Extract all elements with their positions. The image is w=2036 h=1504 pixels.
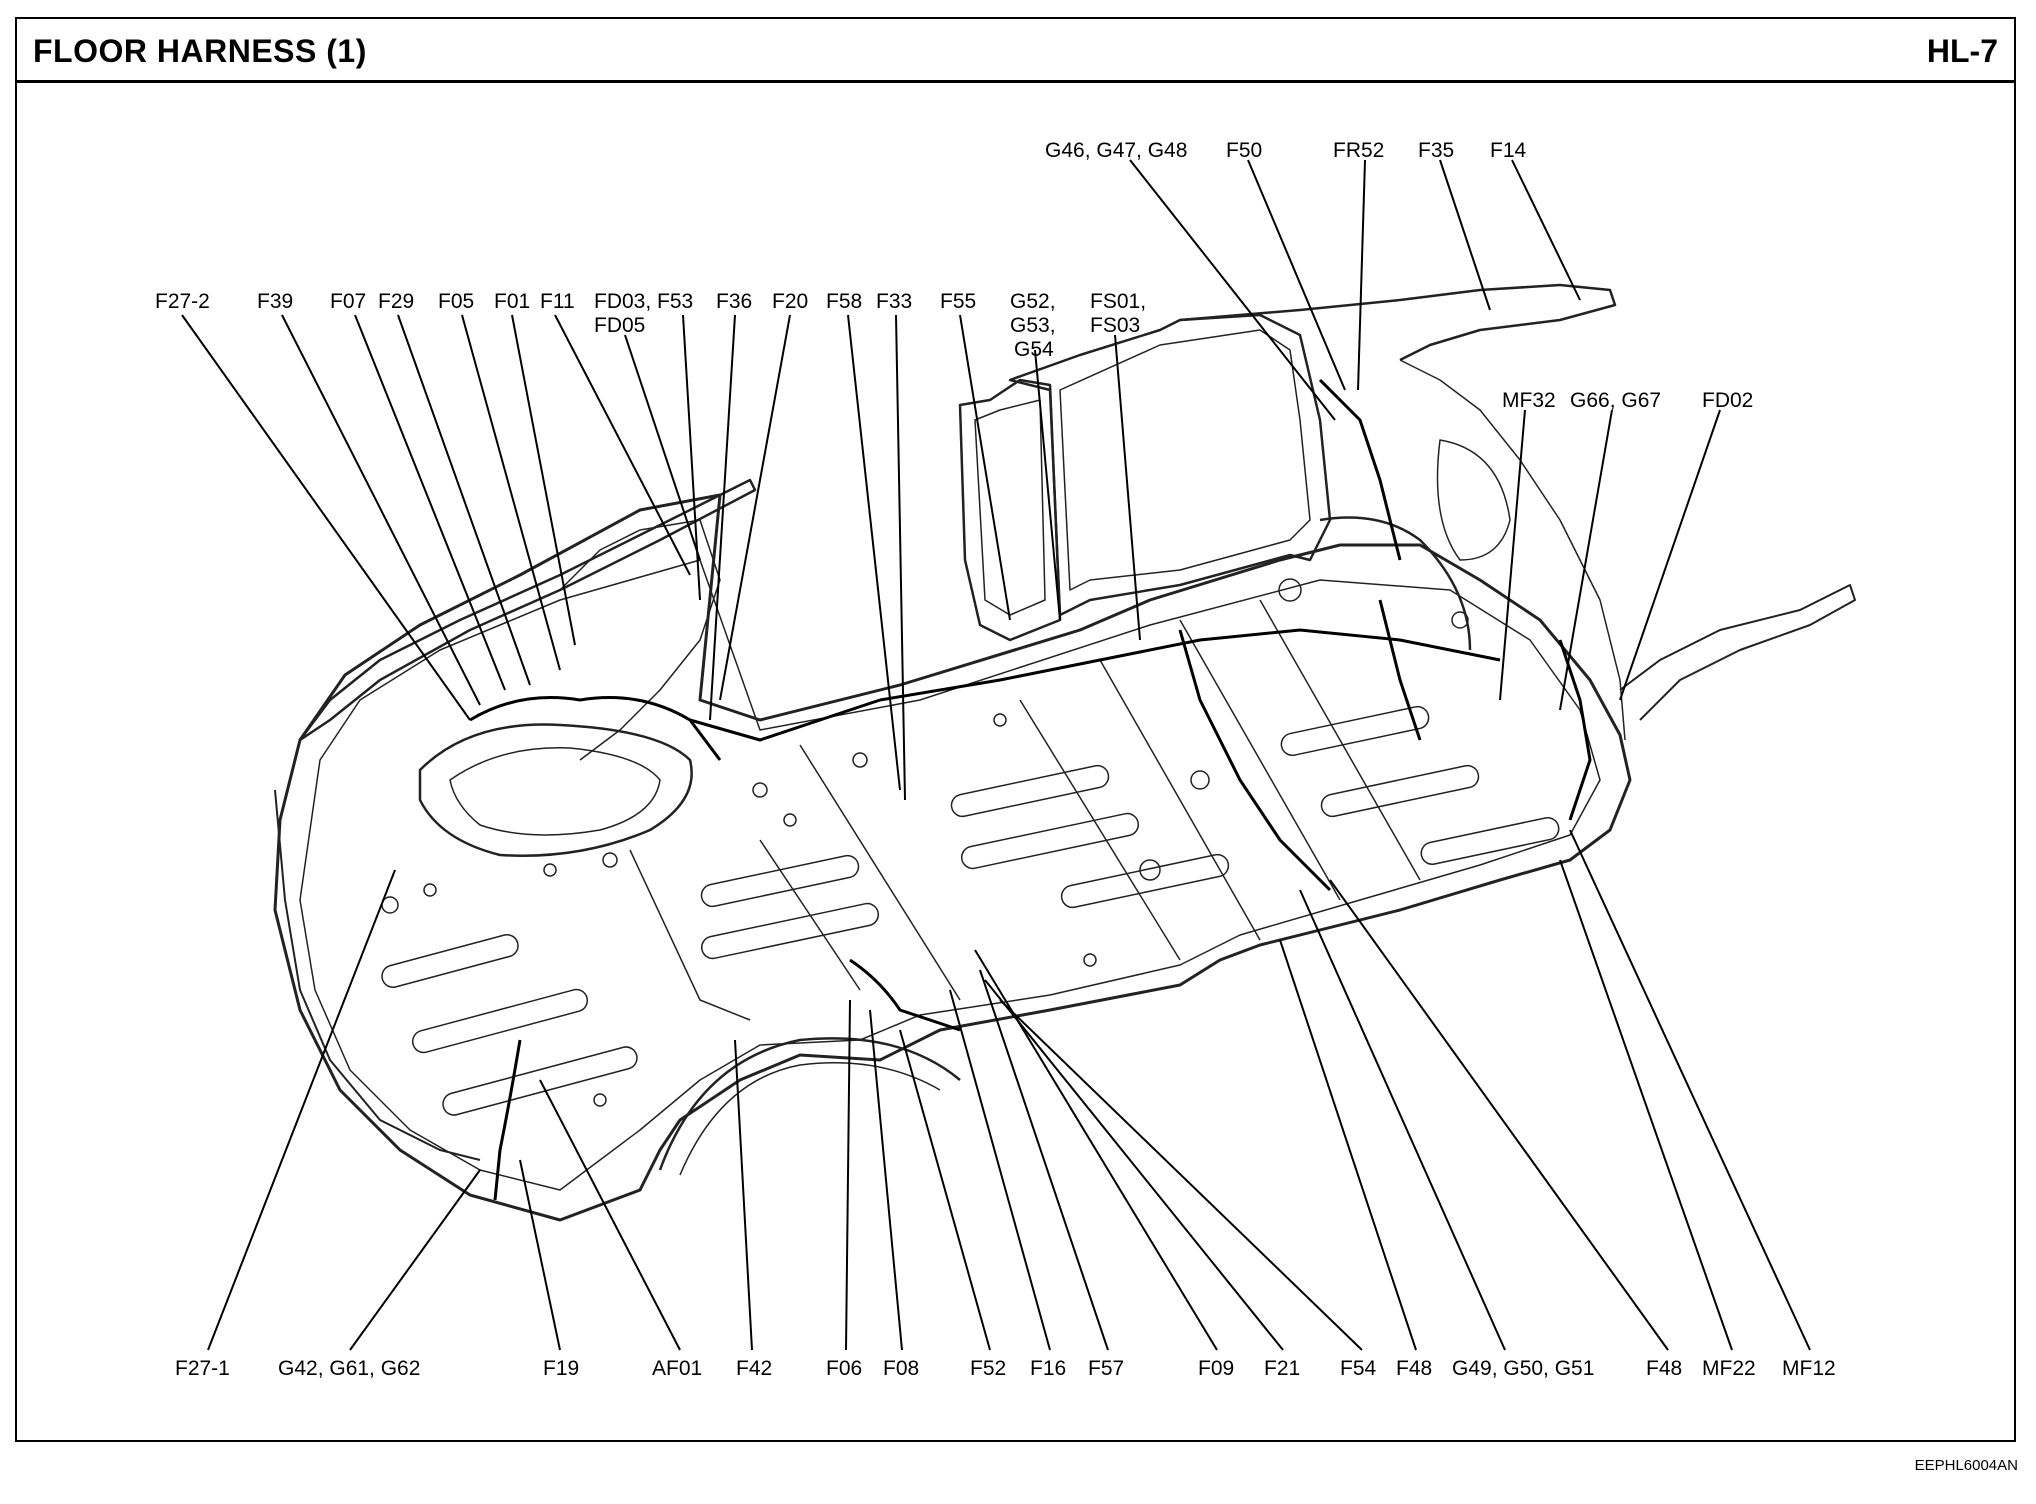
label-f27-2: F27-2 (155, 290, 210, 313)
label-g53: G53, (1010, 314, 1056, 337)
label-f50: F50 (1226, 139, 1262, 162)
label-g54: G54 (1014, 338, 1054, 361)
leader-mf32 (1499, 409, 1526, 701)
label-f21: F21 (1264, 1357, 1300, 1380)
leader-f58 (847, 314, 901, 791)
label-f52: F52 (970, 1357, 1006, 1380)
leader-fr52 (1357, 159, 1366, 391)
label-f35: F35 (1418, 139, 1454, 162)
label-f36: F36 (716, 290, 752, 313)
leader-f33 (895, 314, 906, 801)
leader-af01 (539, 1079, 681, 1351)
label-f33: F33 (876, 290, 912, 313)
leader-f01 (511, 314, 576, 646)
leader-fd05 (624, 334, 701, 561)
leader-f35 (1439, 159, 1491, 311)
leader-f52 (899, 1029, 991, 1351)
leader-f55 (959, 314, 1011, 621)
leader-mf12 (1569, 829, 1811, 1351)
label-f48-a: F48 (1396, 1357, 1432, 1380)
figure-code: EEPHL6004AN (1914, 1457, 2018, 1474)
leader-g49 (1299, 889, 1506, 1351)
label-f07: F07 (330, 290, 366, 313)
vehicle-floor-illustration (273, 283, 1856, 1222)
label-mf12: MF12 (1782, 1357, 1836, 1380)
label-fd02: FD02 (1702, 389, 1753, 412)
label-fs01: FS01, (1090, 290, 1146, 313)
leader-f29 (397, 314, 531, 686)
leader-fs01 (1114, 334, 1141, 641)
page-frame: FLOOR HARNESS (1) HL-7 (15, 17, 2016, 1442)
page-header: FLOOR HARNESS (1) HL-7 (17, 19, 2014, 83)
label-f09: F09 (1198, 1357, 1234, 1380)
label-fs03: FS03 (1090, 314, 1140, 337)
leader-f11 (554, 314, 691, 576)
label-g52: G52, (1010, 290, 1056, 313)
leader-f21 (984, 979, 1284, 1351)
leader-f20 (719, 314, 791, 701)
leader-fd02 (1619, 409, 1721, 701)
leader-f05 (461, 314, 561, 671)
label-fd03-f53: FD03, F53 (594, 290, 693, 313)
leader-f16 (949, 989, 1051, 1351)
label-fr52: FR52 (1333, 139, 1384, 162)
leader-f36 (709, 314, 736, 721)
labels-bottom: F27-1 G42, G61, G62 F19 AF01 F42 F06 F08… (175, 1357, 1836, 1380)
label-f19: F19 (543, 1357, 579, 1380)
label-fd05: FD05 (594, 314, 645, 337)
label-mf22: MF22 (1702, 1357, 1756, 1380)
label-g42-g61-g62: G42, G61, G62 (278, 1357, 420, 1380)
label-g46-g47-g48: G46, G47, G48 (1045, 139, 1187, 162)
label-f27-1: F27-1 (175, 1357, 230, 1380)
leader-lines (181, 159, 1811, 1351)
leader-f42 (734, 1039, 753, 1351)
leader-f06 (845, 999, 851, 1351)
label-f55: F55 (940, 290, 976, 313)
label-f42: F42 (736, 1357, 772, 1380)
leader-mf22 (1559, 859, 1733, 1351)
leader-g42 (349, 1169, 481, 1351)
labels-right: MF32 G66, G67 FD02 (1502, 389, 1753, 412)
leader-g66 (1559, 409, 1613, 711)
leader-f07 (354, 314, 506, 691)
label-f01: F01 (494, 290, 530, 313)
label-f11: F11 (540, 290, 575, 313)
label-f06: F06 (826, 1357, 862, 1380)
label-g66-g67: G66, G67 (1570, 389, 1661, 412)
leader-f27-1 (207, 869, 396, 1351)
label-f16: F16 (1030, 1357, 1066, 1380)
label-f57: F57 (1088, 1357, 1124, 1380)
leader-f14 (1511, 159, 1581, 301)
label-f58: F58 (826, 290, 862, 313)
label-mf32: MF32 (1502, 389, 1556, 412)
page-code: HL-7 (1926, 33, 1998, 69)
label-g49-g50-g51: G49, G50, G51 (1452, 1357, 1594, 1380)
labels-top-right: G46, G47, G48 F50 FR52 F35 F14 (1045, 139, 1527, 162)
label-f39: F39 (257, 290, 293, 313)
leader-f57 (979, 969, 1109, 1351)
page-title: FLOOR HARNESS (1) (33, 33, 367, 69)
label-f54: F54 (1340, 1357, 1377, 1380)
label-f48-b: F48 (1646, 1357, 1682, 1380)
leader-f19 (519, 1159, 561, 1351)
leader-g52 (1034, 349, 1061, 621)
leader-f08 (869, 1009, 903, 1351)
label-f20: F20 (772, 290, 808, 313)
leader-f27-2 (181, 314, 471, 721)
leader-f53 (682, 314, 701, 601)
leader-f48a (1279, 939, 1417, 1351)
leader-f39 (281, 314, 481, 706)
label-af01: AF01 (652, 1357, 702, 1380)
labels-top-left: F27-2 F39 F07 F29 F05 F01 F11 FD03, F53 … (155, 290, 1146, 361)
leader-f54 (999, 999, 1363, 1351)
label-f05: F05 (438, 290, 474, 313)
label-f08: F08 (883, 1357, 919, 1380)
leader-f48b (1329, 879, 1669, 1351)
label-f14: F14 (1490, 139, 1527, 162)
leader-g46 (1129, 159, 1336, 421)
leader-f50 (1247, 159, 1346, 391)
label-f29: F29 (378, 290, 414, 313)
